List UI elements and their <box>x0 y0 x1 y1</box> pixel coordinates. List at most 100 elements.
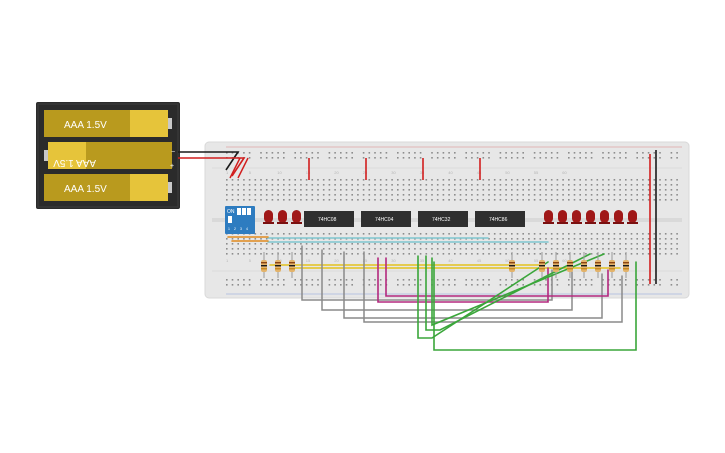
breadboard-hole[interactable] <box>271 253 274 255</box>
breadboard-hole[interactable] <box>391 189 393 191</box>
breadboard-hole[interactable] <box>357 233 359 235</box>
breadboard-hole[interactable] <box>231 243 234 245</box>
breadboard-hole[interactable] <box>260 157 262 159</box>
breadboard-hole[interactable] <box>340 284 342 286</box>
breadboard-hole[interactable] <box>482 157 485 159</box>
breadboard-hole[interactable] <box>670 184 673 186</box>
breadboard-hole[interactable] <box>625 199 627 201</box>
breadboard-hole[interactable] <box>300 279 302 281</box>
breadboard-hole[interactable] <box>294 284 296 286</box>
breadboard-hole[interactable] <box>493 243 496 245</box>
breadboard-hole[interactable] <box>596 194 599 196</box>
breadboard-hole[interactable] <box>625 194 627 196</box>
breadboard-hole[interactable] <box>431 157 433 159</box>
breadboard-hole[interactable] <box>277 199 279 201</box>
breadboard-hole[interactable] <box>408 152 410 154</box>
breadboard-hole[interactable] <box>619 184 621 186</box>
breadboard-hole[interactable] <box>636 284 638 286</box>
breadboard-hole[interactable] <box>379 248 382 250</box>
breadboard-hole[interactable] <box>351 184 353 186</box>
breadboard-hole[interactable] <box>260 279 262 281</box>
breadboard-hole[interactable] <box>505 243 507 245</box>
breadboard-hole[interactable] <box>659 194 661 196</box>
breadboard-hole[interactable] <box>231 279 234 281</box>
breadboard-hole[interactable] <box>305 194 308 196</box>
breadboard-hole[interactable] <box>385 189 388 191</box>
breadboard-hole[interactable] <box>676 184 678 186</box>
breadboard-hole[interactable] <box>539 184 542 186</box>
breadboard-hole[interactable] <box>231 184 234 186</box>
resistor[interactable] <box>567 252 573 278</box>
breadboard-hole[interactable] <box>237 284 239 286</box>
breadboard-hole[interactable] <box>277 248 279 250</box>
breadboard-hole[interactable] <box>505 233 507 235</box>
breadboard-hole[interactable] <box>385 233 388 235</box>
breadboard-hole[interactable] <box>459 233 462 235</box>
breadboard-hole[interactable] <box>676 199 678 201</box>
breadboard-hole[interactable] <box>408 194 410 196</box>
breadboard-hole[interactable] <box>397 243 399 245</box>
breadboard-hole[interactable] <box>442 233 445 235</box>
breadboard-hole[interactable] <box>664 184 667 186</box>
breadboard-hole[interactable] <box>334 179 336 181</box>
breadboard-hole[interactable] <box>653 248 656 250</box>
breadboard-hole[interactable] <box>402 184 405 186</box>
breadboard-hole[interactable] <box>454 279 456 281</box>
breadboard-hole[interactable] <box>448 152 450 154</box>
breadboard-hole[interactable] <box>300 179 302 181</box>
breadboard-hole[interactable] <box>340 189 342 191</box>
breadboard-hole[interactable] <box>351 194 353 196</box>
breadboard-hole[interactable] <box>317 248 319 250</box>
breadboard-hole[interactable] <box>265 189 268 191</box>
breadboard-hole[interactable] <box>334 233 336 235</box>
breadboard-hole[interactable] <box>425 199 428 201</box>
breadboard-hole[interactable] <box>465 243 467 245</box>
breadboard-hole[interactable] <box>414 248 416 250</box>
breadboard-hole[interactable] <box>322 184 325 186</box>
breadboard-hole[interactable] <box>522 233 524 235</box>
breadboard-hole[interactable] <box>619 279 621 281</box>
breadboard-hole[interactable] <box>260 194 262 196</box>
breadboard-hole[interactable] <box>482 248 485 250</box>
breadboard-hole[interactable] <box>676 253 678 255</box>
breadboard-hole[interactable] <box>265 157 268 159</box>
breadboard-hole[interactable] <box>550 189 553 191</box>
breadboard-hole[interactable] <box>334 284 336 286</box>
breadboard-hole[interactable] <box>317 184 319 186</box>
breadboard-hole[interactable] <box>636 279 638 281</box>
breadboard-hole[interactable] <box>385 199 388 201</box>
breadboard-hole[interactable] <box>345 179 348 181</box>
breadboard-hole[interactable] <box>602 189 604 191</box>
resistor[interactable] <box>581 252 587 278</box>
breadboard-hole[interactable] <box>419 253 422 255</box>
breadboard-hole[interactable] <box>505 279 507 281</box>
breadboard-hole[interactable] <box>642 284 644 286</box>
breadboard-hole[interactable] <box>670 238 673 240</box>
breadboard-hole[interactable] <box>454 233 456 235</box>
breadboard-hole[interactable] <box>579 184 581 186</box>
breadboard-hole[interactable] <box>334 253 336 255</box>
breadboard-hole[interactable] <box>397 179 399 181</box>
breadboard-hole[interactable] <box>408 184 410 186</box>
breadboard-hole[interactable] <box>237 189 239 191</box>
breadboard-hole[interactable] <box>630 189 633 191</box>
breadboard-hole[interactable] <box>556 157 559 159</box>
breadboard-hole[interactable] <box>642 194 644 196</box>
breadboard-hole[interactable] <box>664 189 667 191</box>
breadboard-hole[interactable] <box>482 253 485 255</box>
breadboard-hole[interactable] <box>556 184 559 186</box>
breadboard-hole[interactable] <box>334 194 336 196</box>
breadboard-hole[interactable] <box>368 189 371 191</box>
dip-switch[interactable]: ON 1 2 3 4 <box>225 206 255 234</box>
breadboard-hole[interactable] <box>579 243 581 245</box>
breadboard-hole[interactable] <box>260 233 262 235</box>
battery-pack[interactable]: AAA 1.5V AAA 1.5V AAA 1.5V − + <box>36 102 180 209</box>
breadboard-hole[interactable] <box>448 253 450 255</box>
breadboard-hole[interactable] <box>265 253 268 255</box>
breadboard-hole[interactable] <box>345 253 348 255</box>
breadboard-hole[interactable] <box>499 189 502 191</box>
breadboard-hole[interactable] <box>385 184 388 186</box>
breadboard-hole[interactable] <box>676 248 678 250</box>
breadboard-hole[interactable] <box>642 238 644 240</box>
breadboard-hole[interactable] <box>659 157 661 159</box>
